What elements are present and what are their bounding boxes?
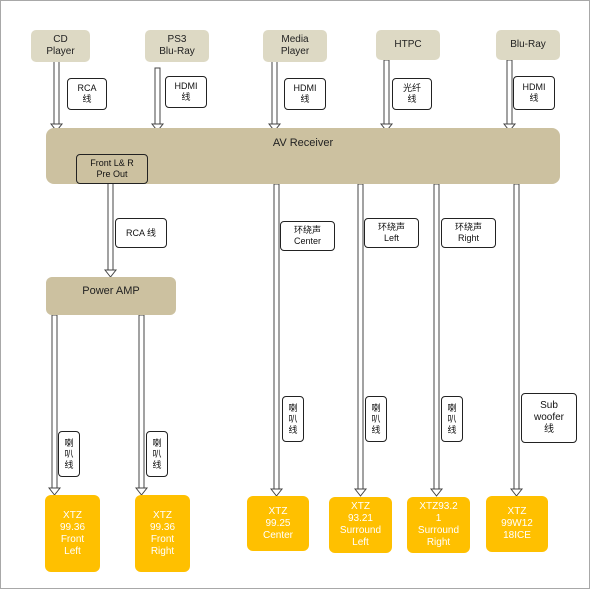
wire-front-left [47,314,62,496]
cable-label-ps3: HDMI 线 [165,76,207,108]
speaker-cable-label-fl: 喇 叭 线 [58,431,80,477]
speaker-surround-right: XTZ93.2 1 Surround Right [407,497,470,553]
output-label-left: 环绕声 Left [364,218,419,248]
av-receiver-title: AV Receiver [272,137,334,149]
wire-surround-right [429,183,444,497]
speaker-cable-label-fr: 喇 叭 线 [146,431,168,477]
cable-label-cd: RCA 线 [67,78,107,110]
source-cd-player: CD Player [31,30,90,62]
wire-cd [49,60,64,132]
wire-ps3 [150,67,165,132]
wire-htpc [379,59,394,132]
output-label-right: 环绕声 Right [441,218,496,248]
wire-surround-left [353,183,368,497]
speaker-cable-label-sr: 喇 叭 线 [441,396,463,442]
cable-label-bluray: HDMI 线 [513,76,555,110]
speaker-cable-label-c: 喇 叭 线 [282,396,304,442]
preout-label: Front L& R Pre Out [76,154,148,184]
source-ps3-bluray: PS3 Blu-Ray [145,30,209,62]
cable-label-media: HDMI 线 [284,78,326,110]
cable-label-preout: RCA 线 [115,218,167,248]
speaker-subwoofer: XTZ 99W12 18ICE [486,496,548,552]
speaker-front-left: XTZ 99.36 Front Left [45,495,100,572]
speaker-cable-label-sub: Sub woofer 线 [521,393,577,443]
speaker-cable-label-sl: 喇 叭 线 [365,396,387,442]
speaker-surround-left: XTZ 93.21 Surround Left [329,497,392,553]
output-label-center: 环绕声 Center [280,221,335,251]
source-media-player: Media Player [263,30,327,62]
source-htpc: HTPC [376,30,440,60]
wire-media [267,59,282,132]
power-amp [46,277,176,315]
wire-center [269,183,284,497]
power-amp-title: Power AMP [82,285,140,297]
speaker-center: XTZ 99.25 Center [247,496,309,551]
double-line-arrows [47,59,524,497]
cable-label-htpc: 光纤 线 [392,78,432,110]
wire-bluray [502,59,517,132]
wire-front-right [134,314,149,496]
speaker-front-right: XTZ 99.36 Front Right [135,495,190,572]
source-bluray: Blu-Ray [496,30,560,60]
wire-subwoofer [509,183,524,497]
